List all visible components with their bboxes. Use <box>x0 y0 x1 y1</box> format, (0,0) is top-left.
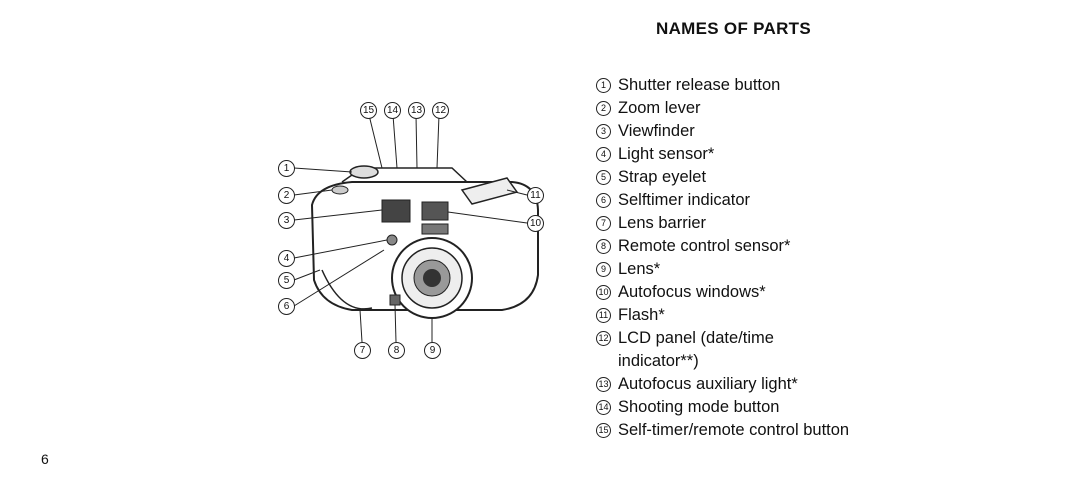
camera-illustration <box>293 114 539 343</box>
part-number: 14 <box>596 400 611 415</box>
parts-list-item: 7 Lens barrier <box>596 212 856 235</box>
callout-2: 2 <box>278 187 295 204</box>
part-label: Autofocus windows* <box>618 283 766 301</box>
part-label: Autofocus auxiliary light* <box>618 375 798 393</box>
parts-list-item: 12 LCD panel (date/time indicator**) <box>596 327 856 373</box>
callout-9: 9 <box>424 342 441 359</box>
parts-list-item: 1 Shutter release button <box>596 74 856 97</box>
parts-list-item: 6 Selftimer indicator <box>596 189 856 212</box>
part-number: 6 <box>596 193 611 208</box>
callout-6: 6 <box>278 298 295 315</box>
part-label: Shooting mode button <box>618 398 780 416</box>
part-number: 3 <box>596 124 611 139</box>
part-label: Self-timer/remote control button <box>618 421 850 439</box>
parts-list: 1 Shutter release button 2 Zoom lever 3 Vie… <box>596 74 856 442</box>
part-label: LCD panel (date/time indicator**) <box>618 329 774 370</box>
part-number: 7 <box>596 216 611 231</box>
part-label: Shutter release button <box>618 76 781 94</box>
part-label: Selftimer indicator <box>618 191 751 209</box>
part-label: Flash* <box>618 306 665 324</box>
part-label: Lens* <box>618 260 661 278</box>
parts-list-item: 13 Autofocus auxiliary light* <box>596 373 856 396</box>
callout-14: 14 <box>384 102 401 119</box>
part-number: 2 <box>596 101 611 116</box>
callout-8: 8 <box>388 342 405 359</box>
part-number: 8 <box>596 239 611 254</box>
parts-list-item: 8 Remote control sensor* <box>596 235 856 258</box>
page-title: NAMES OF PARTS <box>656 19 812 38</box>
callout-15: 15 <box>360 102 377 119</box>
part-label: Light sensor* <box>618 145 715 163</box>
camera-diagram: 15 14 13 12 1 2 3 4 5 6 11 10 7 8 9 <box>272 100 572 375</box>
parts-list-item: 15 Self-timer/remote control button <box>596 419 856 442</box>
part-number: 11 <box>596 308 611 323</box>
parts-list-item: 3 Viewfinder <box>596 120 856 143</box>
parts-list-item: 4 Light sensor* <box>596 143 856 166</box>
part-label: Strap eyelet <box>618 168 707 186</box>
part-number: 4 <box>596 147 611 162</box>
callout-4: 4 <box>278 250 295 267</box>
part-label: Viewfinder <box>618 122 695 140</box>
page-number: 6 <box>41 451 49 467</box>
parts-list-item: 14 Shooting mode button <box>596 396 856 419</box>
part-number: 1 <box>596 78 611 93</box>
parts-list-item: 11 Flash* <box>596 304 856 327</box>
callout-12: 12 <box>432 102 449 119</box>
callout-5: 5 <box>278 272 295 289</box>
part-number: 12 <box>596 331 611 346</box>
callout-7: 7 <box>354 342 371 359</box>
parts-list-item: 5 Strap eyelet <box>596 166 856 189</box>
part-label: Zoom lever <box>618 99 701 117</box>
part-label: Lens barrier <box>618 214 707 232</box>
callout-10: 10 <box>527 215 544 232</box>
callout-1: 1 <box>278 160 295 177</box>
callout-3: 3 <box>278 212 295 229</box>
part-number: 10 <box>596 285 611 300</box>
callout-11: 11 <box>527 187 544 204</box>
parts-list-item: 10 Autofocus windows* <box>596 281 856 304</box>
part-number: 13 <box>596 377 611 392</box>
parts-list-item: 9 Lens* <box>596 258 856 281</box>
part-label: Remote control sensor* <box>618 237 791 255</box>
part-number: 9 <box>596 262 611 277</box>
parts-list-item: 2 Zoom lever <box>596 97 856 120</box>
part-number: 15 <box>596 423 611 438</box>
part-number: 5 <box>596 170 611 185</box>
callout-13: 13 <box>408 102 425 119</box>
